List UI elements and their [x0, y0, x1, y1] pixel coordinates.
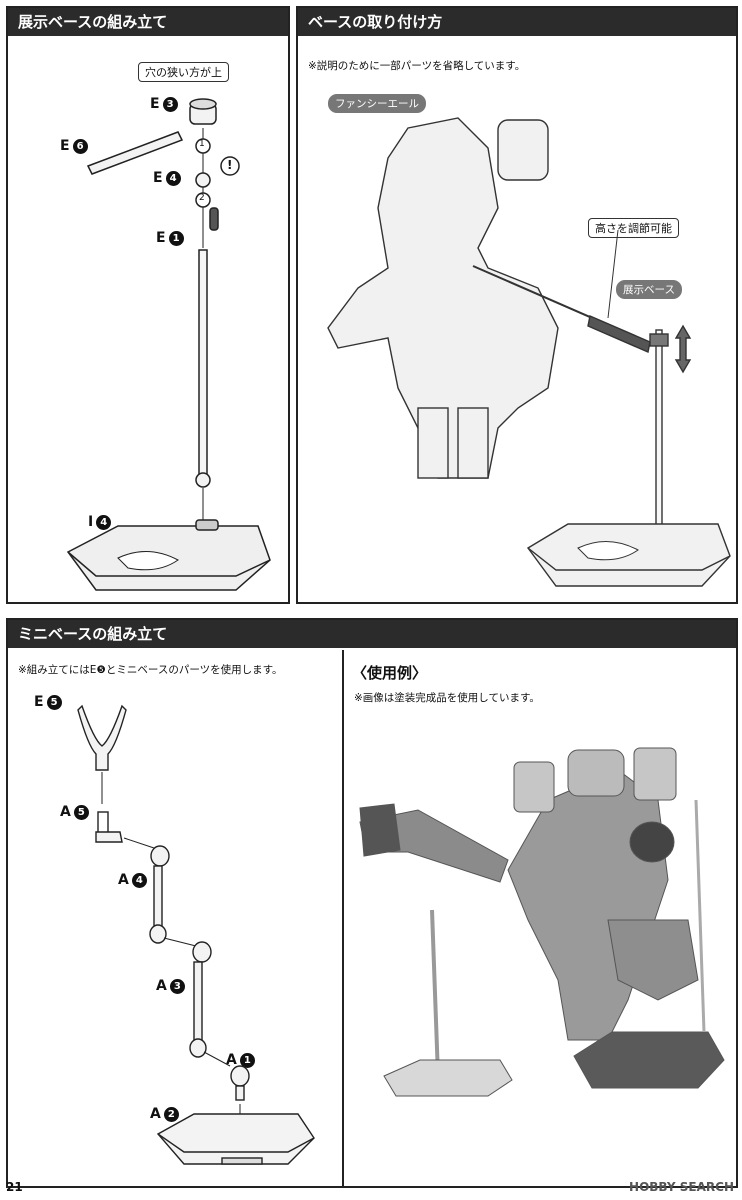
omission-note: ※説明のために一部パーツを省略しています。: [308, 60, 526, 72]
attach-diagram: [327, 117, 731, 587]
panel-title: 展示ベースの組み立て: [8, 8, 288, 36]
usage-example-photo: [359, 747, 725, 1097]
usage-example-title: 〈使用例〉: [352, 664, 428, 682]
panel-title: ベースの取り付け方: [298, 8, 736, 36]
base-assembly-diagram: [66, 98, 271, 591]
character-name-tag: ファンシーエール: [328, 94, 426, 113]
warning-icon: !: [227, 158, 233, 172]
painted-sample-note: ※画像は塗装完成品を使用しています。: [354, 692, 540, 704]
height-adjust-callout: 高さを調節可能: [588, 218, 679, 238]
hole-callout: 穴の狭い方が上: [138, 62, 229, 82]
panel-title: ミニベースの組み立て: [8, 620, 736, 648]
mini-parts-note: ※組み立てにはE❺とミニベースのパーツを使用します。: [18, 664, 283, 676]
base-attach-panel: ベースの取り付け方 ※説明のために一部パーツを省略しています。 ファンシーエール…: [296, 6, 738, 604]
mini-base-diagram: [77, 704, 315, 1165]
step-1-label: 1: [199, 139, 205, 149]
display-base-tag: 展示ベース: [616, 280, 682, 299]
watermark: HOBBY SEARCH: [629, 1180, 734, 1194]
step-2-label: 2: [199, 193, 205, 203]
divider: [342, 650, 344, 1188]
page-number: 21: [6, 1180, 23, 1194]
